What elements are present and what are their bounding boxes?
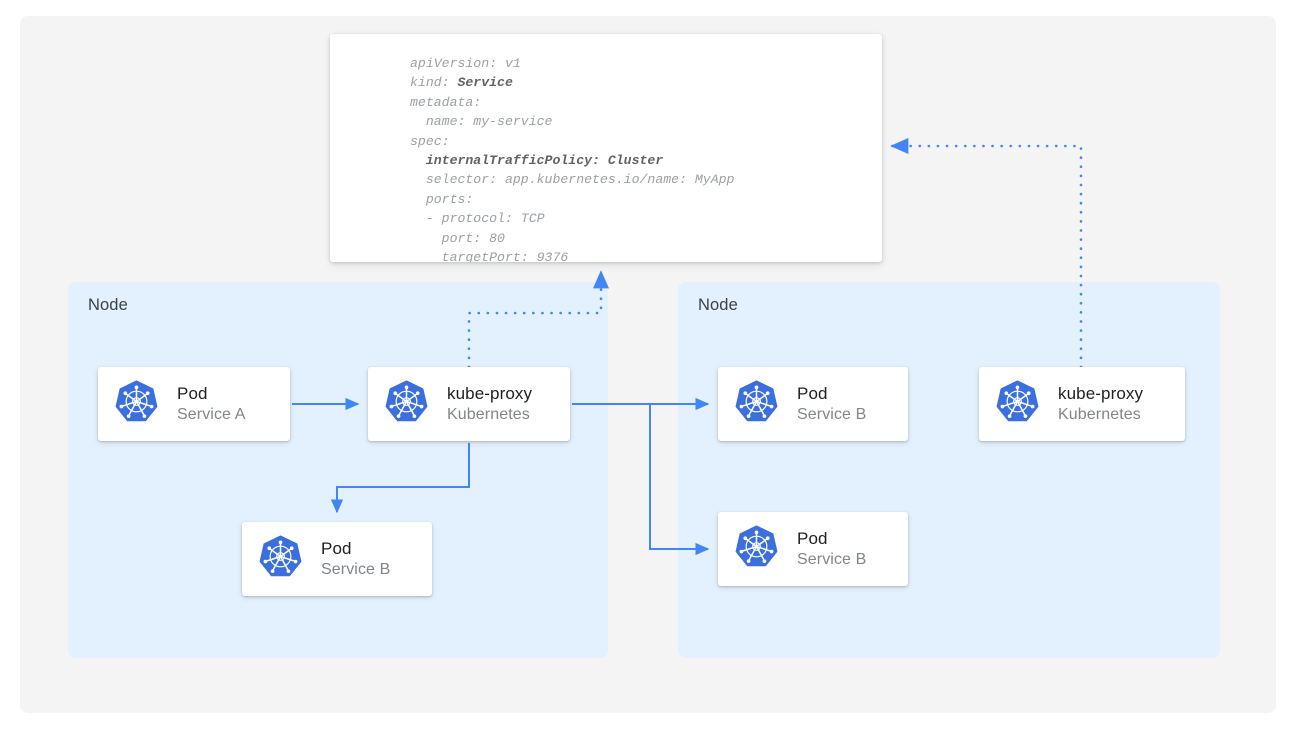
kubernetes-helm-wheel-icon	[114, 379, 159, 429]
node-group-left: Node	[68, 282, 608, 658]
kubernetes-helm-wheel-icon	[384, 379, 429, 429]
service-manifest-code: apiVersion: v1 kind: Service metadata: n…	[410, 56, 735, 262]
card-subtitle: Kubernetes	[1058, 406, 1141, 423]
card-title: Pod	[177, 384, 208, 403]
card-title: Pod	[321, 539, 352, 558]
card-pod-service-b-right-upper[interactable]: Pod Service B	[718, 367, 908, 441]
card-subtitle: Service B	[797, 551, 867, 568]
node-group-right: Node	[678, 282, 1220, 658]
card-title: kube-proxy	[447, 384, 533, 403]
kubernetes-helm-wheel-icon	[258, 534, 303, 584]
card-title: kube-proxy	[1058, 384, 1144, 403]
kubernetes-helm-wheel-icon	[734, 524, 779, 574]
card-title: Pod	[797, 529, 828, 548]
card-title: Pod	[797, 384, 828, 403]
node-label-left: Node	[88, 296, 128, 314]
card-pod-service-b-left[interactable]: Pod Service B	[242, 522, 432, 596]
card-subtitle: Kubernetes	[447, 406, 530, 423]
kubernetes-helm-wheel-icon	[995, 379, 1040, 429]
service-manifest-card: apiVersion: v1 kind: Service metadata: n…	[330, 34, 882, 262]
card-pod-service-b-right-lower[interactable]: Pod Service B	[718, 512, 908, 586]
card-pod-service-a[interactable]: Pod Service A	[98, 367, 290, 441]
card-kube-proxy-right[interactable]: kube-proxy Kubernetes	[979, 367, 1185, 441]
card-subtitle: Service B	[321, 561, 391, 578]
card-kube-proxy-left[interactable]: kube-proxy Kubernetes	[368, 367, 570, 441]
kubernetes-helm-wheel-icon	[734, 379, 779, 429]
card-subtitle: Service B	[797, 406, 867, 423]
card-subtitle: Service A	[177, 406, 246, 423]
node-label-right: Node	[698, 296, 738, 314]
